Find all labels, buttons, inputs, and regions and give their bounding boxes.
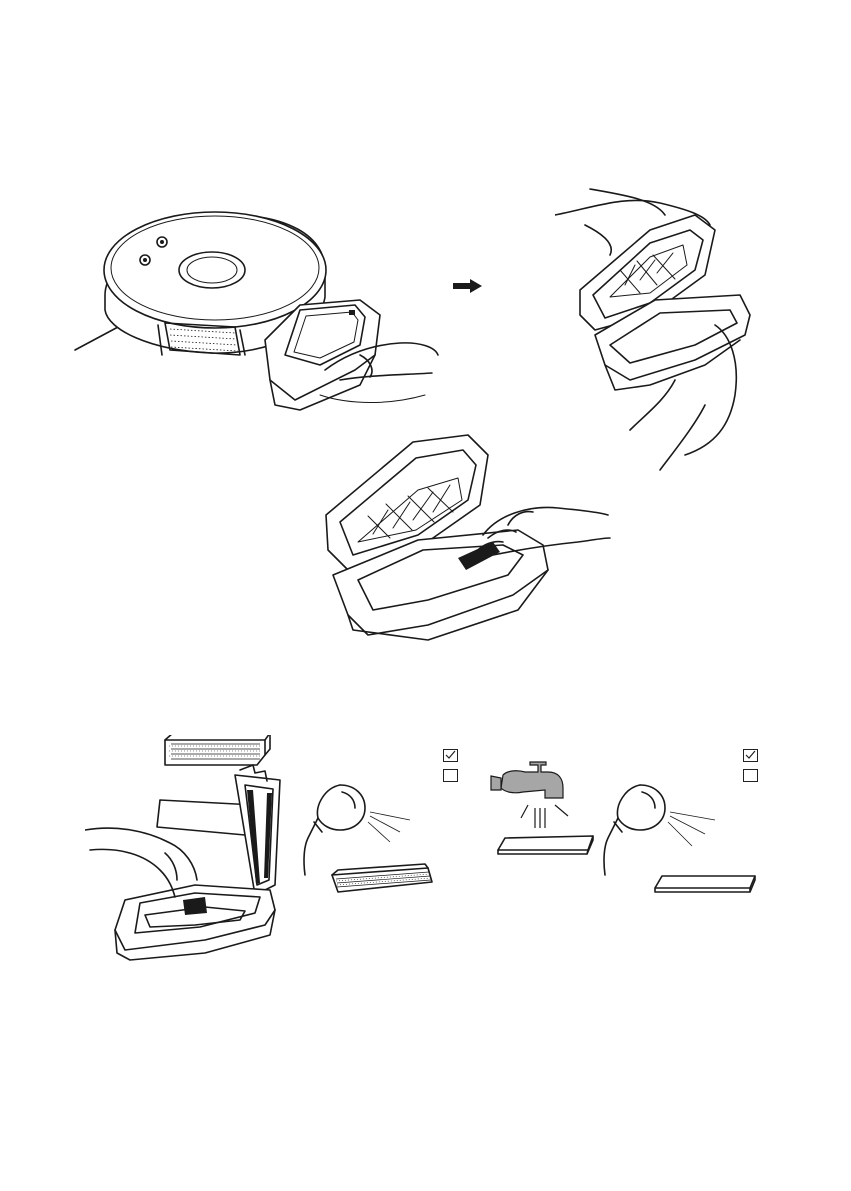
checkbox-checked	[443, 749, 458, 762]
checkmark-icon	[445, 750, 456, 760]
figure-wash-sponge-filter	[483, 760, 603, 870]
checkbox-unchecked	[743, 769, 758, 782]
figure-brush-dustbin	[318, 430, 618, 645]
water-tap-icon	[491, 762, 563, 798]
figure-dry-sponge-filter	[600, 780, 770, 900]
figure-dry-hepa-filter	[300, 780, 440, 900]
checkbox-unchecked	[443, 769, 458, 782]
checkmark-icon	[745, 750, 756, 760]
figure-filter-exploded	[85, 735, 290, 965]
checkbox-checked	[743, 749, 758, 762]
figure-robot-remove-dustbin	[70, 205, 440, 415]
arrow-right-icon	[453, 279, 483, 293]
